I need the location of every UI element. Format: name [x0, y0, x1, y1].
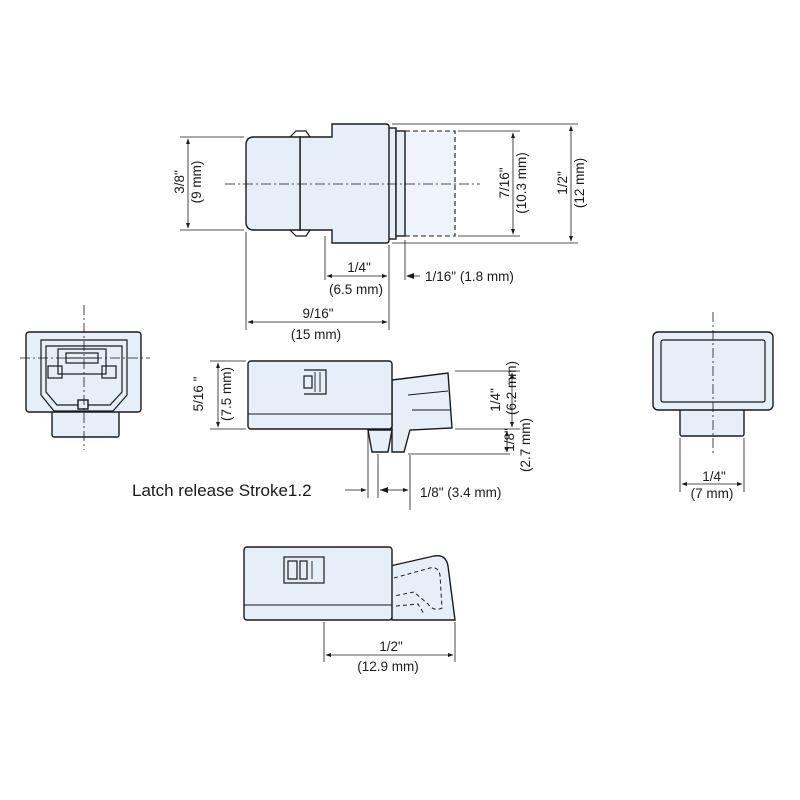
top-dim-length-mm: (15 mm)	[291, 327, 341, 342]
side-view-latch	[391, 372, 453, 453]
rear-dim-width-mm: (7 mm)	[691, 486, 734, 501]
pressed-view: 1/2" (12.9 mm)	[243, 546, 456, 674]
top-dim-step-in: 1/4"	[347, 260, 371, 275]
top-dim-total-in: 1/2"	[555, 171, 570, 195]
top-view-nose	[245, 136, 301, 231]
side-view: 5/16 " (7.5 mm) 1/4" (6.2 mm) 1/8" (2.7 …	[132, 360, 533, 510]
front-view-terminal	[77, 399, 89, 410]
top-dim-step-mm: (6.5 mm)	[329, 282, 383, 297]
front-view-body	[25, 331, 142, 413]
side-view-body	[247, 360, 393, 430]
side-dim-height-mm: (7.5 mm)	[219, 367, 234, 421]
front-view-cavity	[57, 348, 107, 375]
top-dim-length-in: 9/16"	[302, 306, 333, 321]
pressed-dim-length-in: 1/2"	[379, 639, 403, 654]
rear-dim-width-in: 1/4"	[702, 469, 726, 484]
side-dim-latch-in: 1/4"	[488, 388, 503, 412]
latch-release-label: Latch release Stroke1.2	[132, 481, 312, 500]
front-view	[20, 305, 150, 450]
top-dim-height-in: 3/8"	[172, 170, 187, 194]
top-view-flange-inner	[395, 130, 406, 237]
side-dim-stroke: 1/8" (3.4 mm)	[420, 485, 501, 500]
side-dim-latch-mm: (6.2 mm)	[504, 361, 519, 415]
side-view-release-tab	[367, 429, 393, 453]
front-view-face	[40, 339, 128, 412]
top-dim-flange: 1/16" (1.8 mm)	[425, 269, 514, 284]
top-view: 3/8" (9 mm) 7/16" (10.3 mm) 1/2" (12 mm)…	[172, 123, 587, 342]
top-view-shoulder	[299, 123, 390, 244]
top-view-latch-outline	[404, 130, 456, 237]
side-dim-offset-mm: (2.7 mm)	[518, 418, 533, 472]
side-dim-offset-in: 1/8"	[502, 428, 517, 452]
top-dim-lock-in: 7/16"	[497, 167, 512, 198]
rear-view: 1/4" (7 mm)	[652, 312, 774, 501]
pressed-dim-length-mm: (12.9 mm)	[357, 659, 419, 674]
pressed-view-latch	[389, 555, 456, 621]
side-dim-height-in: 5/16 "	[191, 376, 206, 411]
top-dim-lock-mm: (10.3 mm)	[514, 152, 529, 214]
top-dim-height-mm: (9 mm)	[189, 161, 204, 204]
top-dim-total-mm: (12 mm)	[572, 158, 587, 208]
